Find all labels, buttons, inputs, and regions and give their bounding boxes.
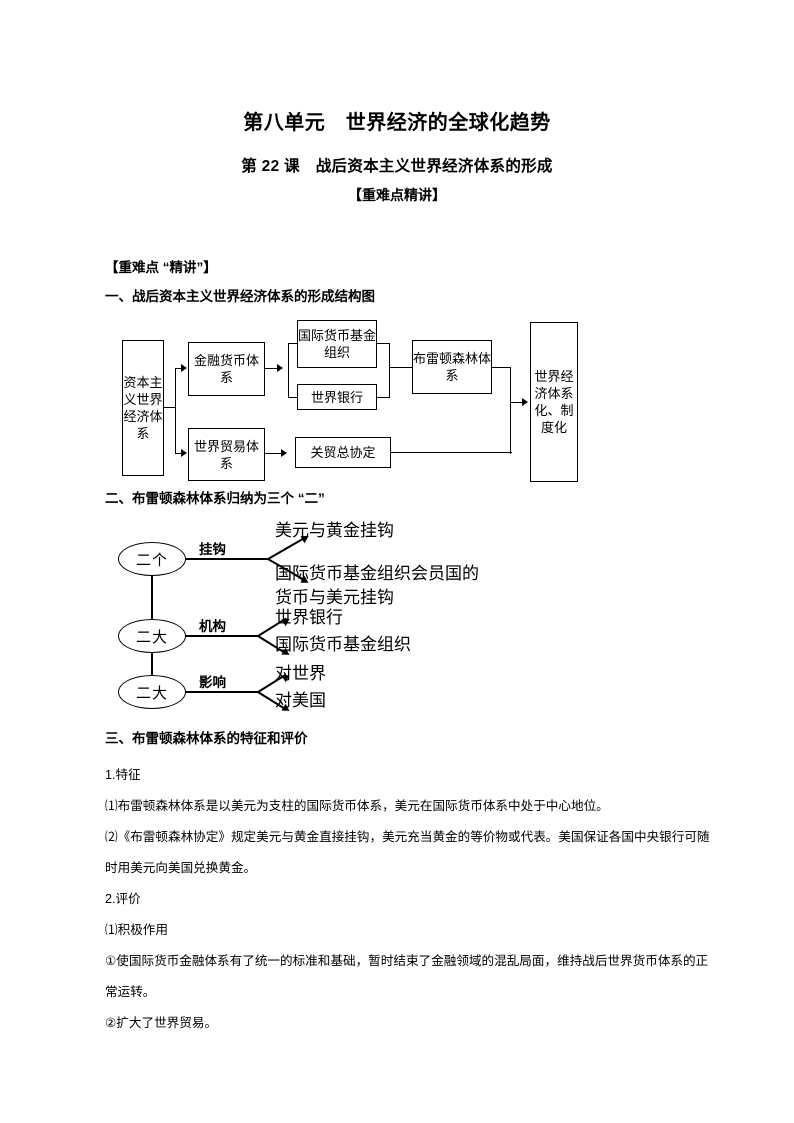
flow-box-imf: 国际货币基金组织 [297, 320, 377, 368]
tree-node-2-item-1: 世界银行 [275, 608, 343, 627]
tree-stem-1 [185, 558, 270, 560]
body-line: ⑴布雷顿森林体系是以美元为支柱的国际货币体系，美元在国际货币体系中处于中心地位。 [105, 799, 609, 813]
body-line: 1.特征 [105, 768, 141, 782]
flow-box-trade-system: 世界贸易体系 [188, 428, 265, 481]
flow-box-gatt-label: 关贸总协定 [310, 445, 376, 460]
flow-connector-gatt-out [390, 452, 512, 454]
flow-box-root: 资本主义世界经济体系 [122, 340, 164, 476]
tree-spine-upper [151, 575, 153, 636]
flow-connector-wb-out [376, 397, 390, 399]
flow-connector-merge-to-bretton [389, 367, 413, 369]
flow-arrow-to-outcome [522, 398, 528, 406]
tree-stem-3 [185, 691, 260, 693]
body-line: ②扩大了世界贸易。 [105, 1016, 218, 1030]
flow-connector-trade-out [265, 453, 283, 455]
flow-box-world-bank-label: 世界银行 [310, 389, 363, 405]
flow-connector-root-to-finance [175, 368, 183, 370]
section-one-heading: 一、战后资本主义世界经济体系的形成结构图 [105, 289, 375, 304]
flow-box-imf-label: 国际货币基金组织 [298, 328, 377, 360]
tree-node-1-relation: 挂钩 [199, 542, 226, 557]
flow-connector-to-outcome [510, 402, 524, 404]
flow-box-trade-system-label: 世界贸易体系 [193, 438, 259, 471]
flow-box-root-label: 资本主义世界经济体系 [123, 375, 163, 441]
flow-connector-junction-riser [510, 402, 512, 454]
flow-connector-imf-out [376, 343, 390, 345]
section-three-heading: 三、布雷顿森林体系的特征和评价 [105, 731, 308, 746]
flow-arrow-trade-out [281, 449, 287, 457]
flow-box-outcome: 世界经济体系化、制度化 [530, 322, 578, 482]
flow-box-finance-system-label: 金融货币体系 [193, 353, 259, 385]
flow-box-bretton-woods-label: 布雷顿森林体系 [413, 351, 492, 383]
tree-stem-2 [185, 635, 260, 637]
tree-ellipse-1-label: 二个 [135, 551, 168, 569]
flow-connector-root-stem [164, 407, 176, 409]
body-line: ⑵《布雷顿森林协定》规定美元与黄金直接挂钩，美元充当黄金的等价物或代表。美国保证… [105, 830, 710, 875]
flow-arrow-to-trade [181, 449, 187, 457]
flow-box-world-bank: 世界银行 [297, 384, 377, 410]
tree-ellipse-2: 二大 [118, 619, 186, 653]
flow-box-gatt: 关贸总协定 [295, 437, 391, 468]
tree-spine-lower [151, 653, 153, 692]
flow-connector-merge-bar [389, 343, 391, 398]
body-line: 2.评价 [105, 892, 141, 906]
section-two-heading: 二、布雷顿森林体系归纳为三个 “二” [105, 491, 325, 506]
flow-connector-root-to-trade [175, 453, 183, 455]
lesson-title: 第 22 课 战后资本主义世界经济体系的形成 [241, 158, 553, 175]
flow-connector-finance-out [265, 368, 279, 370]
flow-connector-root-split [175, 369, 177, 454]
economic-system-flowchart: 资本主义世界经济体系 金融货币体系 国际货币基金组织 世界银行 [110, 308, 610, 484]
tree-node-3-relation: 影响 [199, 675, 226, 690]
tree-node-2-relation: 机构 [199, 619, 226, 634]
tree-node-1-item-1: 美元与黄金挂钩 [275, 521, 394, 540]
unit-title: 第八单元 世界经济的全球化趋势 [243, 112, 551, 134]
flow-connector-bretton-out [491, 367, 511, 369]
tree-ellipse-3: 二大 [118, 675, 186, 709]
flow-connector-bracket-left [288, 343, 290, 398]
flow-connector-bracket-to-imf [288, 343, 298, 345]
bretton-woods-summary-tree: 二个 挂钩 美元与黄金挂钩 国际货币基金组织会员国的 货币与美元挂钩 二大 机构… [110, 520, 590, 720]
flow-box-bretton-woods: 布雷顿森林体系 [412, 340, 492, 394]
tree-node-2-item-2: 国际货币基金组织 [275, 635, 411, 654]
tree-ellipse-1: 二个 [118, 542, 186, 576]
tree-node-3-item-1: 对世界 [275, 664, 326, 683]
flow-box-outcome-label: 世界经济体系化、制度化 [534, 369, 574, 435]
flow-box-finance-system: 金融货币体系 [188, 342, 265, 396]
body-text-block: 1.特征 ⑴布雷顿森林体系是以美元为支柱的国际货币体系，美元在国际货币体系中处于… [105, 760, 715, 1039]
intro-heading: 【重难点 “精讲”】 [105, 260, 217, 275]
body-line: ①使国际货币金融体系有了统一的标准和基础，暂时结束了金融领域的混乱局面，维持战后… [105, 954, 709, 999]
flow-arrow-finance-out [277, 364, 283, 372]
bracket-title: 【重难点精讲】 [348, 187, 446, 203]
tree-ellipse-2-label: 二大 [135, 628, 168, 646]
flow-connector-bracket-to-wb [288, 397, 298, 399]
flow-arrow-to-finance [181, 364, 187, 372]
tree-node-1-item-2: 国际货币基金组织会员国的 货币与美元挂钩 [275, 564, 479, 607]
body-line: ⑴积极作用 [105, 923, 168, 937]
tree-ellipse-3-label: 二大 [135, 684, 168, 702]
tree-node-3-item-2: 对美国 [275, 691, 326, 710]
